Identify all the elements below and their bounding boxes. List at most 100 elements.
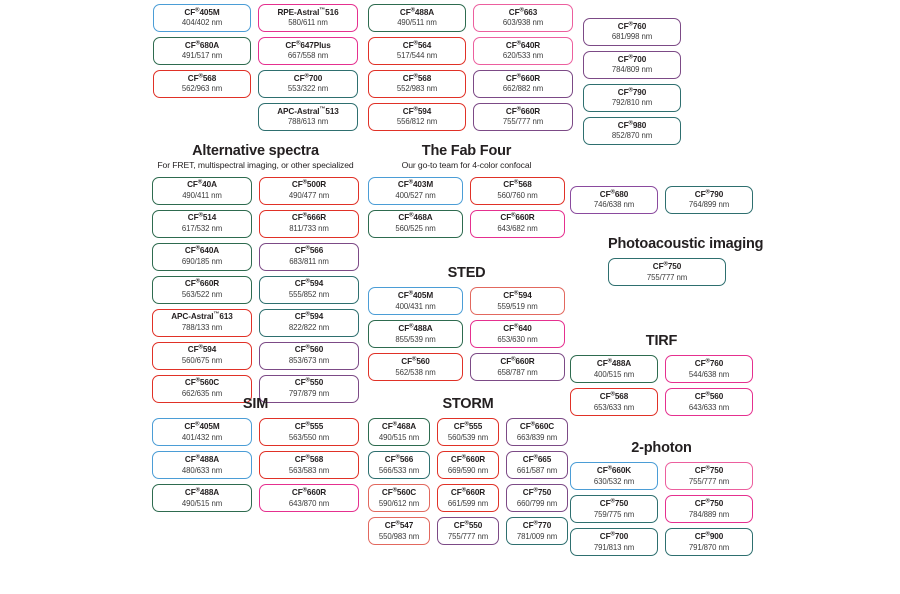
- dye-name: CF®700: [293, 73, 323, 83]
- dye-wavelengths: 660/799 nm: [516, 498, 558, 508]
- dye-name: CF®555: [294, 421, 324, 431]
- dye-name: CF®566: [384, 454, 414, 464]
- dye-name: CF®594: [294, 311, 324, 322]
- dye-name: CF®760: [694, 358, 724, 368]
- dye-name: CF®550: [294, 377, 324, 388]
- dye-name: CF®666R: [291, 212, 327, 223]
- section-title: The Fab Four: [421, 143, 512, 159]
- dye-wavelengths: 643/682 nm: [497, 224, 538, 233]
- dye-name: CF®660R: [291, 487, 327, 497]
- dye-wavelengths: 617/532 nm: [181, 224, 223, 233]
- dye-wavelengths: 661/599 nm: [447, 498, 489, 508]
- dye-name: CF®488A: [399, 7, 435, 17]
- dye-name: CF®660R: [505, 106, 541, 116]
- dye-name: CF®468A: [381, 421, 417, 431]
- dye-name: CF®488A: [596, 358, 632, 368]
- dye-wavelengths: 544/638 nm: [688, 369, 730, 379]
